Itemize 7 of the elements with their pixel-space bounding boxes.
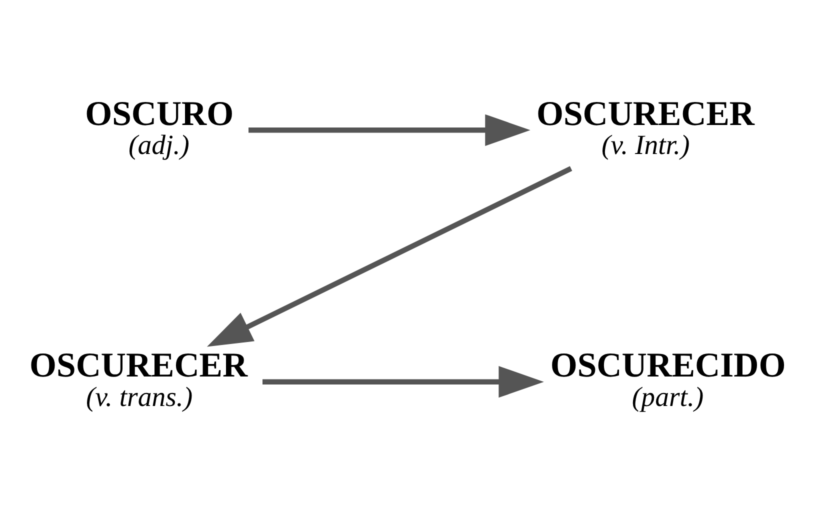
node-text: OSCURO (adj.): [85, 94, 234, 162]
node-text: OSCURECIDO (part.): [550, 346, 786, 413]
node-text: OSCURECER (v. Intr.): [536, 94, 754, 162]
arrow: [248, 114, 530, 146]
node-text: OSCURECER (v. trans.): [30, 346, 248, 413]
arrow: [206, 166, 572, 347]
arrow: [262, 366, 544, 398]
